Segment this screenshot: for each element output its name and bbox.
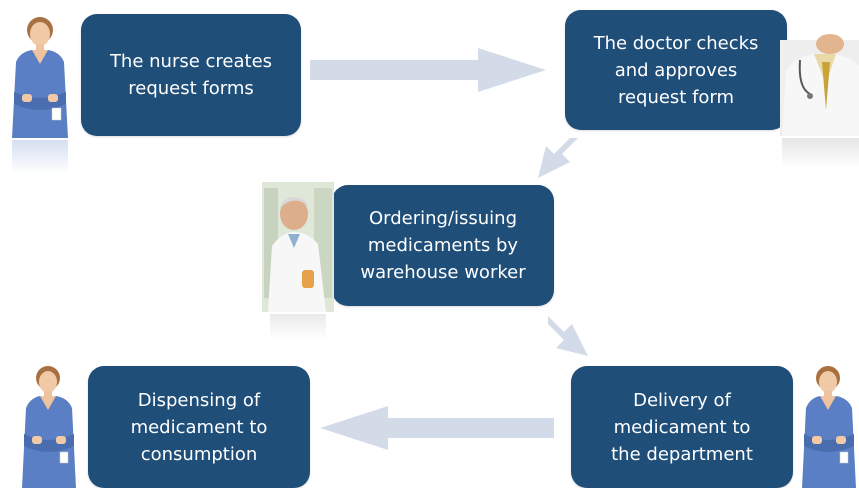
step-text-line: request forms [128,78,254,99]
step-doctor-approves-request: The doctor checks and approves request f… [565,10,787,130]
step-text-line: medicament to [613,416,751,438]
step-text-line: medicaments by [367,235,519,256]
nurse-photo-icon [12,17,68,174]
step-text-line: and approves [614,59,738,81]
step-text-line: Delivery of [633,389,731,411]
step-text-line: the department [611,443,753,465]
arrow-nurse-to-doctor [310,48,546,92]
doctor-photo-icon [780,34,859,168]
step-nurse-creates-request: The nurse creates request forms [81,14,301,136]
pharmacist-photo-icon [262,182,334,340]
arrow-warehouse-to-delivery [548,316,588,356]
step-delivery-to-department: Delivery of medicament to the department [571,366,793,488]
step-text-line: Dispensing of [137,389,261,411]
arrow-doctor-to-warehouse [538,138,578,178]
step-text-line: Ordering/issuing [368,208,518,229]
step-text-line: medicament to [130,416,268,438]
step-text-line: warehouse worker [360,262,526,283]
step-text-line: The nurse creates [109,51,273,72]
nurse-photo-icon [22,366,76,488]
step-text-line: consumption [140,443,258,465]
step-text-line: The doctor checks [593,32,759,54]
arrow-delivery-to-dispensing [320,406,554,450]
step-warehouse-ordering: Ordering/issuing medicaments by warehous… [332,185,554,306]
step-dispensing-to-consumption: Dispensing of medicament to consumption [88,366,310,488]
nurse-photo-icon [802,366,856,488]
step-text-line: request form [617,86,735,108]
